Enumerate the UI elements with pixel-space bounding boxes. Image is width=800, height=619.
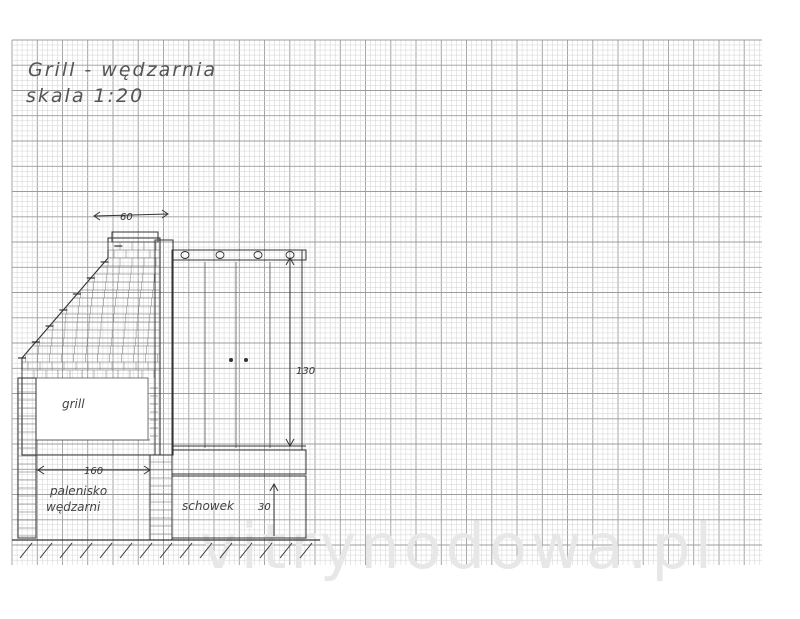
- storage-compartment: schowek 30: [171, 475, 307, 539]
- ground-hatching: [19, 542, 313, 559]
- ground-line: [12, 539, 320, 559]
- chamber-height-dimension: 130: [285, 256, 315, 448]
- top-width-label: 60: [120, 212, 133, 223]
- smoking-chamber: [171, 249, 307, 475]
- firebox-label-line2: wędzarni: [46, 500, 101, 514]
- firebox-label-line1: palenisko: [49, 484, 107, 498]
- brick-pattern: [18, 241, 160, 378]
- scale-label: skala 1:20: [26, 85, 144, 107]
- left-pillar: [17, 377, 37, 539]
- smoker-firebox: 160 palenisko wędzarni: [36, 465, 151, 514]
- middle-pillar-bricks: [150, 387, 172, 535]
- hook-rings: [180, 251, 295, 259]
- door-knob-right-icon: [244, 358, 248, 362]
- drawing-title: Grill - wędzarnia: [28, 59, 217, 81]
- storage-label: schowek: [182, 499, 235, 513]
- pillar-bricks: [18, 383, 36, 537]
- storage-height-label: 30: [258, 502, 271, 513]
- watermark: vitrynodowa.pl: [200, 510, 716, 583]
- chamber-height-label: 130: [296, 366, 315, 377]
- grill-opening: grill: [35, 377, 150, 441]
- firebox-width-label: 160: [84, 466, 103, 477]
- door-knob-left-icon: [229, 358, 233, 362]
- brick-chimney: [18, 231, 174, 456]
- graph-paper-grid: [11, 39, 762, 565]
- grill-label: grill: [62, 397, 85, 411]
- top-width-dimension: 60: [93, 209, 169, 223]
